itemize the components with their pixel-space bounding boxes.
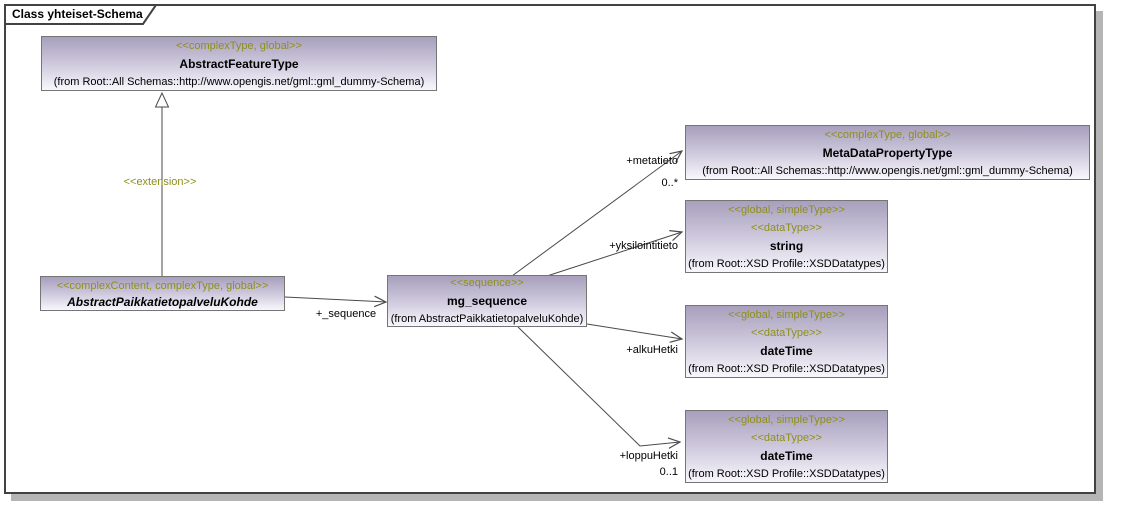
- class-from: (from Root::All Schemas::http://www.open…: [53, 75, 425, 88]
- edge-alkuhetki[interactable]: [586, 323, 682, 339]
- loppuhetki-role-label[interactable]: +loppuHetki: [619, 450, 678, 462]
- edge-yksilointitieto[interactable]: [546, 232, 682, 277]
- stereotype-label: <<complexType, global>>: [824, 128, 951, 141]
- class-from: (from Root::XSD Profile::XSDDatatypes): [688, 257, 885, 270]
- class-from: (from AbstractPaikkatietopalveluKohde): [390, 313, 584, 325]
- class-box-datetime-alku[interactable]: <<global, simpleType>> <<dataType>> date…: [685, 305, 888, 378]
- class-box-abstractpaikkatietopalvelukohde[interactable]: <<complexContent, complexType, global>> …: [40, 276, 285, 311]
- extension-stereotype-label[interactable]: <<extension>>: [123, 176, 197, 188]
- class-name: AbstractPaikkatietopalveluKohde: [67, 294, 258, 309]
- class-name: string: [769, 238, 804, 253]
- stereotype-label: <<dataType>>: [751, 326, 822, 339]
- metatieto-multiplicity-label[interactable]: 0..*: [661, 177, 678, 189]
- class-name: AbstractFeatureType: [179, 56, 299, 71]
- class-box-metadatapropertytype[interactable]: <<complexType, global>> MetaDataProperty…: [685, 125, 1090, 180]
- diagram-title: Class yhteiset-Schema: [12, 7, 143, 21]
- yksilointitieto-role-label[interactable]: +yksilointitieto: [609, 240, 678, 252]
- stereotype-label: <<sequence>>: [450, 277, 524, 289]
- alkuhetki-role-label[interactable]: +alkuHetki: [626, 344, 678, 356]
- class-name: dateTime: [760, 343, 813, 358]
- frame-title-tab: [4, 4, 158, 25]
- class-name: MetaDataPropertyType: [822, 145, 953, 160]
- generalization-arrowhead-icon: [154, 91, 170, 108]
- stereotype-label: <<complexContent, complexType, global>>: [56, 279, 269, 292]
- class-box-datetime-loppu[interactable]: <<global, simpleType>> <<dataType>> date…: [685, 410, 888, 483]
- class-box-mg-sequence[interactable]: <<sequence>> mg_sequence (from AbstractP…: [387, 275, 587, 327]
- stereotype-label: <<global, simpleType>>: [728, 413, 845, 426]
- sequence-role-label[interactable]: +_sequence: [315, 308, 377, 320]
- class-from: (from Root::XSD Profile::XSDDatatypes): [688, 362, 885, 375]
- class-from: (from Root::XSD Profile::XSDDatatypes): [688, 467, 885, 480]
- stereotype-label: <<complexType, global>>: [176, 39, 302, 52]
- edge-loppuhetki[interactable]: [517, 326, 680, 446]
- edge-metatieto[interactable]: [511, 151, 682, 277]
- stereotype-label: <<dataType>>: [751, 221, 822, 234]
- edge-sequence[interactable]: [284, 297, 386, 302]
- metatieto-role-label[interactable]: +metatieto: [626, 155, 678, 167]
- class-box-abstractfeaturetype[interactable]: <<complexType, global>> AbstractFeatureT…: [41, 36, 437, 91]
- class-box-string[interactable]: <<global, simpleType>> <<dataType>> stri…: [685, 200, 888, 273]
- stereotype-label: <<global, simpleType>>: [728, 308, 845, 321]
- class-name: mg_sequence: [446, 294, 528, 308]
- loppuhetki-multiplicity-label[interactable]: 0..1: [659, 466, 678, 478]
- class-name: dateTime: [760, 448, 813, 463]
- class-from: (from Root::All Schemas::http://www.open…: [702, 164, 1073, 177]
- stereotype-label: <<global, simpleType>>: [728, 203, 845, 216]
- stereotype-label: <<dataType>>: [751, 431, 822, 444]
